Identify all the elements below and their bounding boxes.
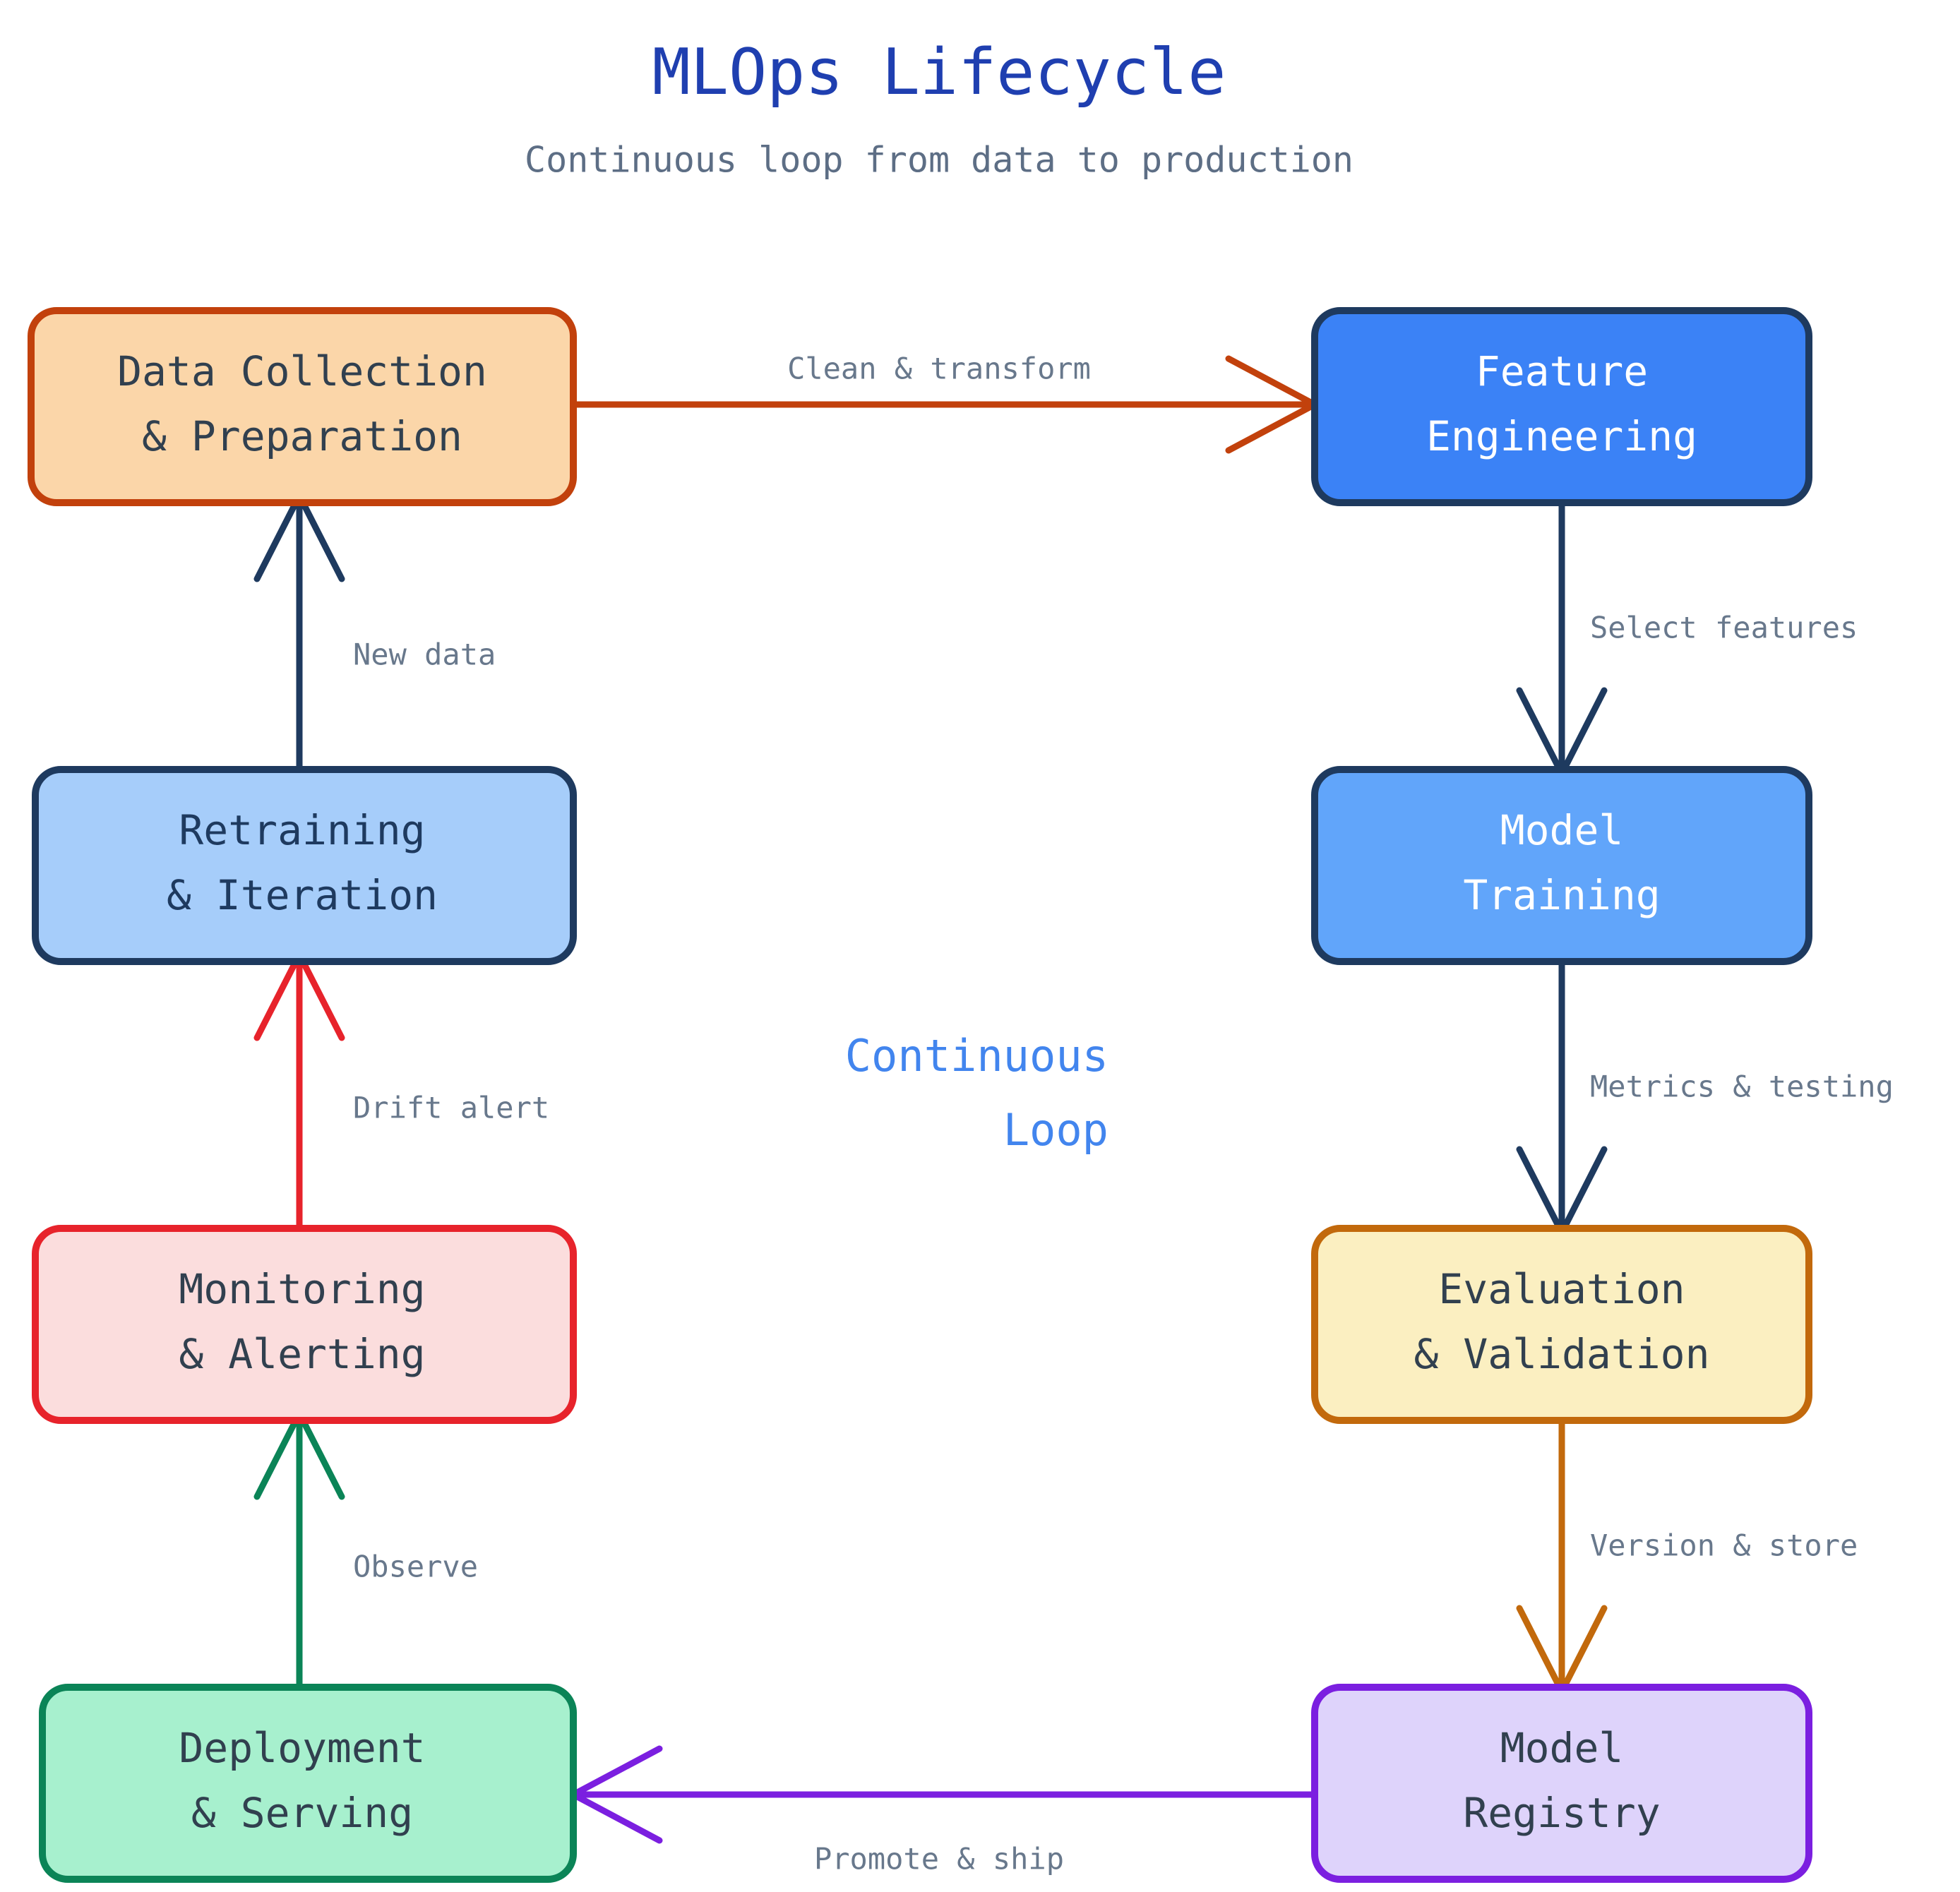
node-feature-engineering-line2: Engineering	[1426, 412, 1697, 460]
edge-label-new-data: New data	[353, 637, 496, 672]
node-retraining-iteration-line1: Retraining	[179, 806, 425, 854]
edge-drift-alert: Drift alert	[253, 951, 549, 1229]
page-title: MLOps Lifecycle	[652, 35, 1226, 109]
node-deployment-serving-line1: Deployment	[179, 1724, 425, 1772]
edge-label-metrics-testing: Metrics & testing	[1590, 1070, 1894, 1104]
node-model-training-line1: Model	[1500, 806, 1624, 854]
node-deployment-serving[interactable]: Deployment & Serving	[39, 1684, 577, 1883]
node-deployment-serving-line2: & Serving	[191, 1789, 413, 1837]
node-evaluation-validation[interactable]: Evaluation & Validation	[1311, 1225, 1812, 1424]
edge-metrics-testing: Metrics & testing	[1516, 958, 1894, 1236]
edge-label-clean-transform: Clean & transform	[787, 352, 1091, 386]
node-model-training[interactable]: Model Training	[1311, 766, 1812, 965]
node-deployment-serving-box[interactable]	[39, 1684, 577, 1883]
node-model-registry-box[interactable]	[1311, 1684, 1812, 1883]
edge-label-promote-ship: Promote & ship	[814, 1842, 1064, 1876]
node-monitoring-alerting[interactable]: Monitoring & Alerting	[32, 1225, 577, 1424]
edge-label-version-store: Version & store	[1590, 1528, 1858, 1563]
node-feature-engineering-line1: Feature	[1476, 347, 1648, 395]
center-loop-note-line1: Continuous	[845, 1030, 1109, 1082]
node-model-registry[interactable]: Model Registry	[1311, 1684, 1812, 1883]
node-data-collection-line1: Data Collection	[117, 347, 487, 395]
node-feature-engineering-box[interactable]	[1311, 307, 1812, 506]
node-retraining-iteration[interactable]: Retraining & Iteration	[32, 766, 577, 965]
node-model-training-line2: Training	[1463, 871, 1660, 919]
edge-observe: Observe	[253, 1410, 478, 1688]
node-feature-engineering[interactable]: Feature Engineering	[1311, 307, 1812, 506]
node-monitoring-alerting-line2: & Alerting	[179, 1330, 425, 1378]
node-data-collection-box[interactable]	[28, 307, 577, 506]
center-loop-note-line2: Loop	[1003, 1104, 1109, 1156]
page-subtitle: Continuous loop from data to production	[525, 140, 1354, 181]
node-model-registry-line1: Model	[1500, 1724, 1624, 1772]
node-evaluation-validation-line2: & Validation	[1414, 1330, 1709, 1378]
node-data-collection[interactable]: Data Collection & Preparation	[28, 307, 577, 506]
edge-select-features: Select features	[1516, 499, 1858, 777]
node-retraining-iteration-box[interactable]	[32, 766, 577, 965]
edge-label-observe: Observe	[353, 1550, 478, 1584]
node-monitoring-alerting-line1: Monitoring	[179, 1265, 425, 1313]
node-evaluation-validation-line1: Evaluation	[1438, 1265, 1685, 1313]
edge-label-select-features: Select features	[1590, 611, 1858, 645]
node-retraining-iteration-line2: & Iteration	[167, 871, 438, 919]
edge-clean-transform: Clean & transform	[570, 352, 1318, 454]
node-model-training-box[interactable]	[1311, 766, 1812, 965]
edge-promote-ship: Promote & ship	[570, 1745, 1318, 1876]
node-monitoring-alerting-box[interactable]	[32, 1225, 577, 1424]
edge-version-store: Version & store	[1516, 1417, 1858, 1695]
edge-label-drift-alert: Drift alert	[353, 1091, 549, 1125]
node-evaluation-validation-box[interactable]	[1311, 1225, 1812, 1424]
edge-new-data: New data	[253, 492, 496, 770]
node-model-registry-line2: Registry	[1463, 1789, 1660, 1837]
center-loop-note: Continuous Loop	[845, 1030, 1109, 1156]
node-data-collection-line2: & Preparation	[142, 412, 462, 460]
